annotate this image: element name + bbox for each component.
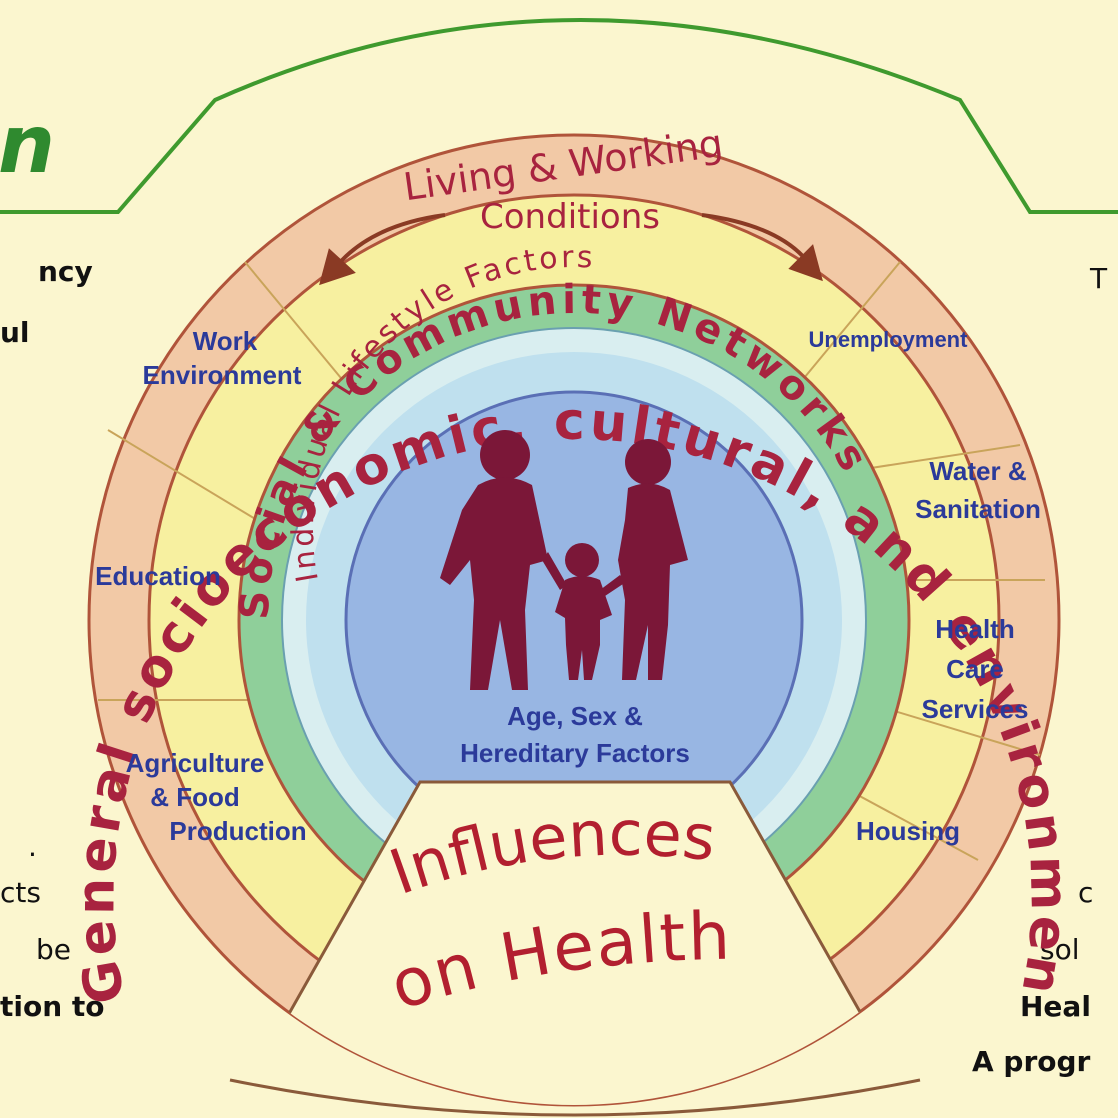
right-fragment-4: Heal [1020,990,1091,1023]
left-fragment-2: ul [0,316,30,349]
left-arrow-icon [319,213,446,286]
left-fragment-1: ncy [38,255,93,288]
family-figures-icon [440,430,688,690]
bottom-wedge [227,780,923,1105]
right-fragment-3: sol [1040,933,1080,966]
left-fragment-4: cts [0,876,41,909]
sector-unemployment: Unemployment [809,327,969,352]
left-fragment-3: . [28,830,37,863]
center-label-line1: Age, Sex & [507,701,643,731]
living-working-subtitle: Conditions [480,197,660,237]
left-fragment-6: tion to [0,990,105,1023]
sector-housing: Housing [856,816,960,846]
title-fragment: n [0,98,55,191]
green-header-lines [0,18,1118,214]
right-fragment-1: T [1090,262,1108,295]
right-fragment-5: A progr [972,1045,1091,1078]
left-fragment-5: be [36,933,71,966]
center-label-line2: Hereditary Factors [460,738,690,768]
sector-water-sanitation: Water &Sanitation [915,456,1041,524]
right-arrow-icon [701,213,823,282]
right-fragment-2: c [1078,876,1094,909]
sector-education: Education [95,561,221,591]
